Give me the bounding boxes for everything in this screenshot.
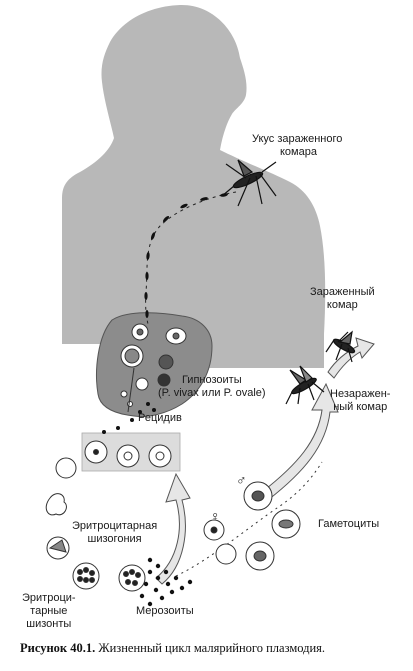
liver	[96, 312, 213, 417]
liver-stage-cells	[120, 323, 187, 407]
biting-mosquito	[221, 159, 277, 207]
label-erythrocytic-schizonts-line1: Эритроци-	[22, 592, 76, 604]
label-infected-mosquito-line1: Зараженный	[310, 286, 375, 298]
label-erythrocytic-schizonts-line3: шизонты	[26, 618, 72, 630]
label-erythrocytic-schizonts-line2: тарные	[30, 605, 68, 617]
liver-merozoites	[102, 402, 156, 434]
uninfected-mosquito	[285, 365, 325, 405]
label-merozoites: Мерозоиты	[136, 605, 194, 617]
label-relapse: Рецидив	[138, 412, 182, 424]
label-uninfected-mosquito-line1: Незаражен-	[330, 388, 391, 400]
label-hypnozoites: Гипнозоиты (P. vivax или P. ovale)	[158, 374, 266, 400]
label-mosquito-bite: Укус зараженного комара	[252, 133, 342, 159]
sporozoite-marks	[144, 193, 228, 318]
liver-cell-link	[127, 367, 135, 413]
label-hypnozoites-line2: (P. vivax или P. ovale)	[158, 387, 266, 399]
label-gametocytes: Гаметоциты	[318, 518, 380, 530]
label-infected-mosquito-line2: комар	[326, 299, 358, 311]
human-silhouette	[62, 4, 326, 369]
figure-caption: Рисунок 40.1. Жизненный цикл малярийного…	[20, 641, 410, 656]
label-erythrocytic-schizogony-line1: Эритроцитарная	[72, 520, 158, 532]
sporozoite-path	[145, 191, 237, 325]
label-erythrocytic-schizogony-line2: шизогония	[87, 533, 142, 545]
cycle-arrow	[155, 472, 191, 585]
label-mosquito-bite-line1: Укус зараженного	[252, 133, 343, 145]
label-erythrocytic-schizonts: Эритроци- тарные шизонты	[22, 592, 76, 631]
label-infected-mosquito: Зараженный комар	[310, 286, 375, 312]
label-erythrocytic-schizogony: Эритроцитарная шизогония	[72, 520, 157, 546]
gametocyte-to-mosquito-arrow	[261, 382, 339, 501]
male-symbol: ♂	[236, 472, 247, 488]
figure-caption-text: Жизненный цикл малярийного плазмодия.	[98, 641, 326, 655]
gametocyte-path	[175, 461, 323, 577]
infected-mosquito	[325, 330, 356, 363]
label-uninfected-mosquito-line2: ный комар	[333, 401, 388, 413]
label-hypnozoites-line1: Гипнозоиты	[181, 374, 242, 386]
label-mosquito-bite-line2: комара	[280, 146, 317, 158]
figure-caption-number: Рисунок 40.1.	[20, 641, 96, 655]
merozoite-cloud	[139, 557, 193, 607]
erythrocytic-cycle	[45, 440, 172, 592]
female-symbol: ♀	[210, 508, 221, 524]
label-uninfected-mosquito: Незаражен- ный комар	[330, 388, 390, 414]
